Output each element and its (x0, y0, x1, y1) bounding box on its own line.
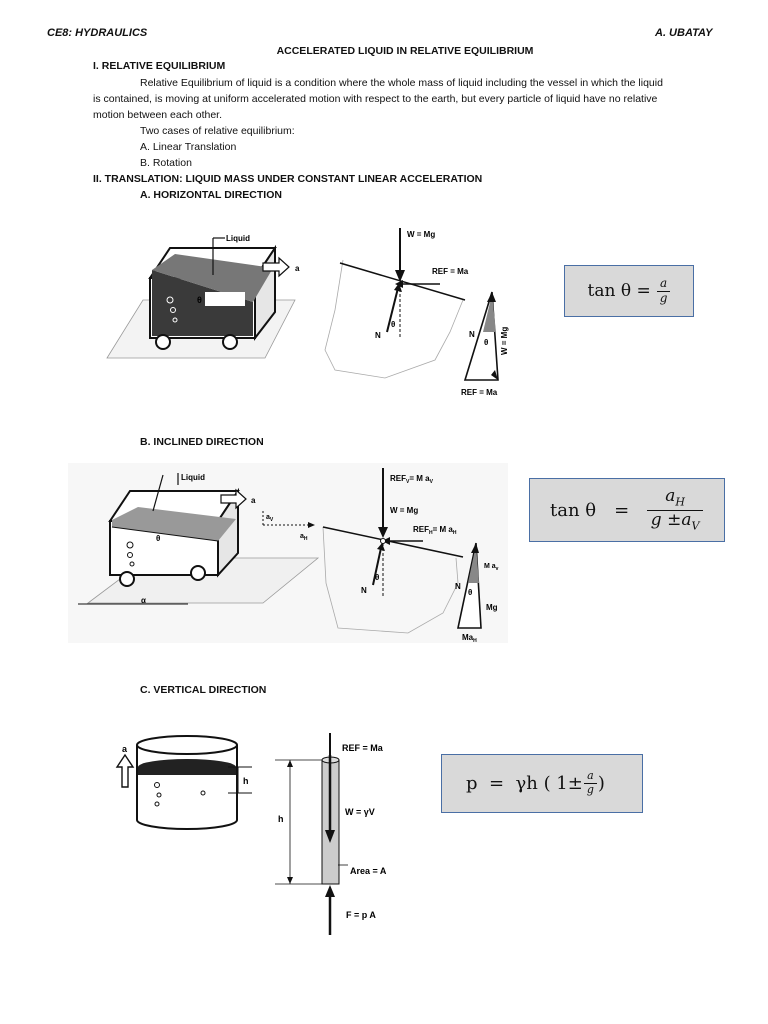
surface-angle-label: θ (156, 534, 160, 543)
fraction-numerator: a (657, 276, 671, 292)
triangle-theta-label: θ (468, 588, 472, 597)
wheel (155, 334, 171, 350)
incline-angle-label: α (141, 596, 146, 605)
wheel (190, 565, 206, 581)
normal-arrow (372, 547, 382, 586)
cylinder-rim (136, 735, 238, 755)
equation-lhs: tan θ = (587, 281, 651, 301)
fraction-denominator: g (659, 290, 668, 305)
triangle-ref-label: REF = Ma (461, 388, 498, 397)
cases-intro: Two cases of relative equilibrium: (140, 125, 295, 137)
fraction-denominator: g ±aV (650, 509, 700, 532)
normal-arrow (386, 287, 399, 333)
triangle-mg-label: Mg (486, 603, 498, 612)
acceleration-label: a (122, 744, 128, 754)
normal-angle-label: θ (391, 320, 395, 329)
triangle-weight-label: W = Mg (500, 327, 509, 355)
weight-label: W = Mg (390, 506, 418, 515)
subsection-b-heading: B. INCLINED DIRECTION (140, 436, 264, 448)
refv-label: REFV= M aV (390, 474, 434, 485)
course-header: CE8: HYDRAULICS (47, 27, 148, 39)
ref-label: REF = Ma (342, 743, 384, 753)
liquid-mass-outline (322, 526, 459, 634)
bubble (126, 541, 134, 549)
equation-lhs: tan θ (550, 499, 597, 521)
wheel (222, 334, 238, 350)
normal-label: N (375, 331, 381, 340)
horizontal-acceleration-figure: θ Liquid a W = Mg REF = Ma θ N N θ W = M… (106, 228, 509, 397)
normal-label: N (361, 586, 367, 595)
acceleration-label: a (295, 264, 300, 273)
triangle-n-label: N (469, 330, 475, 339)
triangle-mah-label: MaH (462, 633, 477, 644)
pressure-force-label: F = p A (346, 910, 376, 920)
weight-label: W = γV (345, 807, 375, 817)
ref-label: REF = Ma (432, 267, 469, 276)
subsection-a-heading: A. HORIZONTAL DIRECTION (140, 189, 282, 201)
liquid-label: Liquid (181, 473, 205, 482)
inclined-equation-box: tan θ = aH g ±aV (529, 478, 725, 542)
section1-heading: I. RELATIVE EQUILIBRIUM (93, 60, 226, 72)
equals-sign: = (614, 499, 630, 521)
vertical-equation-box: p = γh ( 1± a g ) (441, 754, 643, 813)
bubble (129, 561, 135, 567)
section1-paragraph-line2: is contained, is moving at uniform accel… (93, 93, 658, 105)
bubble (166, 296, 174, 304)
bubble (172, 317, 178, 323)
equation-fraction: a g (584, 770, 597, 796)
area-label: Area = A (350, 866, 387, 876)
case-b: B. Rotation (140, 157, 192, 169)
liquid-surface (152, 254, 273, 302)
acceleration-arrow (262, 256, 290, 278)
weight-label: W = Mg (407, 230, 435, 239)
bubble (156, 792, 162, 798)
horizontal-equation-box: tan θ = a g (564, 265, 694, 317)
page-title: ACCELERATED LIQUID IN RELATIVE EQUILIBRI… (276, 45, 534, 57)
av-label: aV (266, 514, 274, 523)
triangle-n-label: N (455, 582, 461, 591)
equation-rhs: ) (597, 773, 605, 794)
height-label: h (278, 814, 284, 824)
equation-lhs: p = γh ( 1± (466, 773, 583, 794)
triangle-theta-label: θ (484, 338, 488, 347)
wheel (119, 571, 135, 587)
author-header: A. UBATAY (655, 27, 713, 39)
equation-fraction: a g (657, 276, 671, 306)
bubble (127, 552, 133, 558)
liquid-free-surface (322, 526, 464, 558)
bubble (154, 801, 160, 807)
section1-paragraph-line3: motion between each other. (93, 109, 223, 121)
subsection-c-heading: C. VERTICAL DIRECTION (140, 684, 267, 696)
fraction-numerator: aH (647, 487, 703, 511)
ah-label: aH (300, 533, 308, 542)
equation-fraction: aH g ±aV (647, 487, 703, 532)
fraction-denominator: g (586, 783, 594, 796)
acceleration-arrow (220, 488, 247, 510)
depth-label: h (243, 776, 249, 786)
liquid-mass-outline (324, 259, 464, 379)
refh-label: REFH= M aH (413, 525, 457, 536)
liquid-leader (152, 474, 164, 512)
bubble (170, 307, 176, 313)
section2-heading: II. TRANSLATION: LIQUID MASS UNDER CONST… (93, 173, 483, 185)
point (200, 790, 206, 796)
liquid-label: Liquid (226, 234, 250, 243)
vertical-acceleration-figure: a h REF = Ma W = γV h Area = A F = p A (115, 733, 387, 935)
acceleration-label: a (251, 496, 256, 505)
angle-marker (205, 292, 245, 306)
triangle-mav-label: M av (484, 563, 499, 572)
surface-angle-label: θ (197, 295, 202, 305)
inclined-acceleration-figure: α θ Liquid a aV aH REFV= M aV W = Mg REF… (68, 463, 508, 644)
section1-paragraph-line1: Relative Equilibrium of liquid is a cond… (140, 77, 663, 89)
bubble (154, 782, 160, 788)
acceleration-arrow (115, 753, 135, 788)
normal-angle-label: θ (375, 573, 379, 582)
case-a: A. Linear Translation (140, 141, 237, 153)
fraction-numerator: a (584, 770, 597, 784)
liquid-surface (112, 507, 236, 541)
